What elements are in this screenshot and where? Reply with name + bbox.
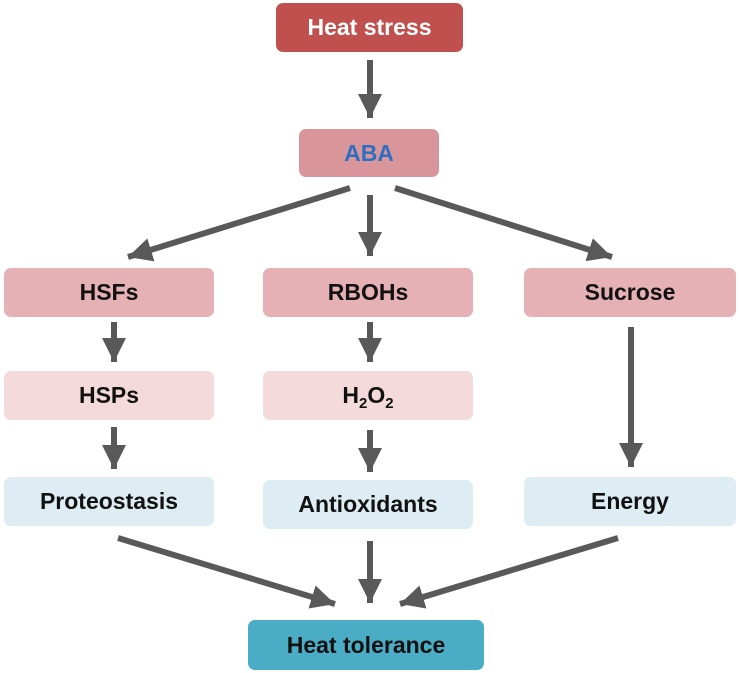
node-antioxidants-label: Antioxidants [298, 491, 438, 517]
node-hsps: HSPs [4, 371, 214, 420]
node-h2o2: H2O2 [263, 371, 473, 420]
node-sucrose-label: Sucrose [584, 279, 676, 305]
arrow-aba-to-sucrose [394, 185, 613, 262]
node-h2o2-label: H2O2 [342, 382, 394, 412]
node-heat-stress: Heat stress [276, 3, 463, 52]
node-aba: ABA [299, 129, 439, 177]
node-antioxidants: Antioxidants [263, 480, 473, 529]
node-hsfs-label: HSFs [79, 279, 139, 305]
node-proteostasis: Proteostasis [4, 477, 214, 526]
arrow-proteostasis-to-heat-tolerance [117, 535, 336, 609]
node-aba-label: ABA [344, 139, 394, 166]
node-energy-label: Energy [591, 488, 669, 514]
h2o2-o: O [367, 382, 386, 408]
node-heat-tolerance: Heat tolerance [248, 620, 484, 670]
node-proteostasis-label: Proteostasis [39, 488, 179, 514]
node-hsfs: HSFs [4, 268, 214, 317]
node-hsps-label: HSPs [78, 382, 140, 408]
node-heat-tolerance-label: Heat tolerance [286, 631, 446, 658]
arrow-aba-to-hsfs [127, 185, 351, 262]
h2o2-h: H [342, 382, 360, 408]
h2o2-subscript-1: 2 [359, 395, 368, 412]
node-rbohs-label: RBOHs [327, 279, 409, 305]
node-heat-stress-label: Heat stress [307, 14, 432, 40]
node-energy: Energy [524, 477, 736, 526]
node-sucrose: Sucrose [524, 268, 736, 317]
h2o2-subscript-2: 2 [385, 395, 394, 412]
arrow-energy-to-heat-tolerance [399, 535, 619, 609]
node-rbohs: RBOHs [263, 268, 473, 317]
